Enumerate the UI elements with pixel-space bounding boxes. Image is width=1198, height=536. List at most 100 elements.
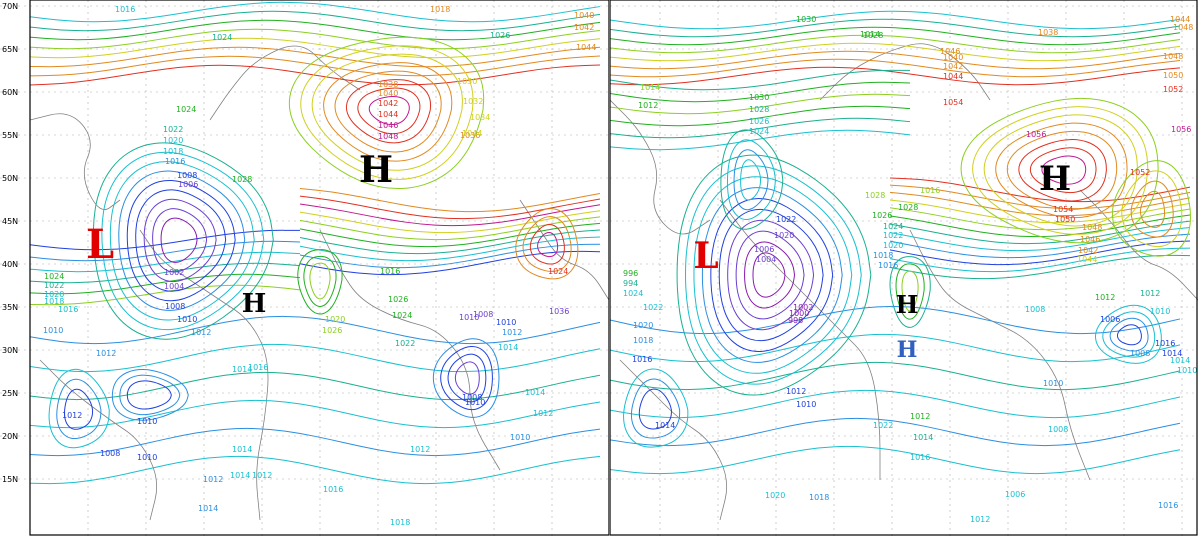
right-isobar-ring <box>638 388 672 430</box>
left-isobar-label: 1022 <box>163 125 183 134</box>
left-isobar-ring <box>92 142 274 340</box>
right-isobar <box>889 199 1191 224</box>
right-isobar <box>610 93 911 115</box>
left-isobar-ring <box>126 380 172 410</box>
left-isobar-ring <box>109 161 255 321</box>
left-isobar-label: 1014 <box>198 504 218 513</box>
left-isobar-label: 1020 <box>163 136 183 145</box>
right-isobar-ring <box>733 149 769 211</box>
right-isobar <box>610 129 911 151</box>
left-isobar-ring <box>311 53 463 171</box>
left-lat-label: 40N <box>2 260 18 269</box>
left-isobar-ring <box>537 232 559 258</box>
left-isobar-label: 1024 <box>548 267 568 276</box>
left-coastline <box>29 113 121 210</box>
left-isobar-ring <box>440 345 493 411</box>
left-isobar <box>299 187 601 213</box>
right-isobar-ring <box>630 378 681 439</box>
right-isobar-label: 1006 <box>1005 490 1025 499</box>
left-isobar-label: 1010 <box>465 398 485 407</box>
left-isobar-label: 1016 <box>58 305 78 314</box>
left-isobar-label: 1030 <box>457 77 477 86</box>
right-isobar-label: 1008 <box>1025 305 1045 314</box>
left-isobar-ring <box>334 70 442 153</box>
right-isobar-ring <box>1094 304 1162 364</box>
left-isobar-label: 1018 <box>44 297 64 306</box>
right-isobar-label: 1018 <box>633 336 653 345</box>
left-isobar-label: 1044 <box>462 129 482 138</box>
right-isobar-ring <box>1018 139 1107 202</box>
left-isobar-ring <box>345 79 432 144</box>
left-isobar-ring <box>152 208 208 273</box>
right-isobar-ring <box>1140 190 1166 228</box>
left-isobar-label: 1010 <box>510 433 530 442</box>
left-isobar-label: 1048 <box>378 132 398 141</box>
left-isobar-label: 1016 <box>115 5 135 14</box>
left-isobar <box>29 1 601 23</box>
right-isobar-label: 1002 <box>793 303 813 312</box>
left-lat-label: 35N <box>2 303 18 312</box>
left-isobar <box>29 229 301 251</box>
left-isobar-ring <box>529 224 565 265</box>
right-high-pressure-center: H <box>1039 159 1071 199</box>
right-isobar-label: 1008 <box>1130 349 1150 358</box>
left-lat-label: 60N <box>2 88 18 97</box>
right-isobar-label: 1020 <box>765 491 785 500</box>
left-isobar-label: 1018 <box>163 147 183 156</box>
right-isobar-ring <box>685 165 862 385</box>
left-isobar-label: 1034 <box>470 113 490 122</box>
left-high-pressure-center: H <box>359 149 393 191</box>
right-isobar-ring <box>901 270 919 312</box>
right-isobar-label: 1052 <box>1130 168 1150 177</box>
right-isobar <box>610 105 911 127</box>
left-isobar-label: 1022 <box>44 281 64 290</box>
right-isobar-ring <box>718 208 824 342</box>
left-isobar-label: 1010 <box>137 453 157 462</box>
right-isobar-label: 1024 <box>749 127 769 136</box>
right-isobar-label: 1014 <box>1170 356 1190 365</box>
left-isobar-ring <box>357 87 421 135</box>
right-isobar-label: 1050 <box>1055 215 1075 224</box>
left-isobar <box>299 236 601 262</box>
right-isobar-label: 1030 <box>749 93 769 102</box>
left-isobar-label: 1024 <box>44 272 64 281</box>
left-isobar-label: 1042 <box>574 23 594 32</box>
left-isobar <box>299 222 601 248</box>
left-isobar-label: 1024 <box>176 105 196 114</box>
right-isobar-label: 1038 <box>1038 28 1058 37</box>
right-isobar-label: 1018 <box>809 493 829 502</box>
left-isobar-label: 1022 <box>395 339 415 348</box>
right-isobar-label: 1006 <box>1100 315 1120 324</box>
left-isobar-ring <box>309 262 331 300</box>
right-isobar <box>610 81 911 103</box>
right-isobar-label: 1022 <box>643 303 663 312</box>
right-coastline <box>719 199 881 480</box>
right-isobar <box>889 233 1191 259</box>
left-isobar <box>29 46 601 68</box>
left-isobar <box>299 243 601 269</box>
right-isobar-label: 1016 <box>1155 339 1175 348</box>
right-high-pressure-center: H <box>896 290 919 319</box>
left-isobar-label: 1008 <box>462 393 482 402</box>
right-isobar <box>610 389 1181 419</box>
left-map-frame <box>29 0 610 536</box>
left-isobar-label: 1026 <box>388 295 408 304</box>
right-isobar-label: 1046 <box>1080 235 1100 244</box>
left-isobar-label: 1012 <box>62 411 82 420</box>
right-isobar-label: 1016 <box>920 186 940 195</box>
right-isobar-ring <box>1029 147 1097 194</box>
left-isobar <box>29 262 301 284</box>
right-isobar-label: 1030 <box>796 15 816 24</box>
right-isobar-label: 1042 <box>943 62 963 71</box>
left-isobar <box>29 64 601 86</box>
right-isobar-label: 1010 <box>1150 307 1170 316</box>
left-isobar-label: 1016 <box>323 485 343 494</box>
left-isobar-label: 1020 <box>44 290 64 299</box>
left-isobar-label: 1008 <box>473 310 493 319</box>
left-isobar-ring <box>303 255 337 307</box>
right-isobar <box>610 58 1181 78</box>
left-isobar-label: 1012 <box>502 328 522 337</box>
left-isobar-label: 1044 <box>576 43 596 52</box>
